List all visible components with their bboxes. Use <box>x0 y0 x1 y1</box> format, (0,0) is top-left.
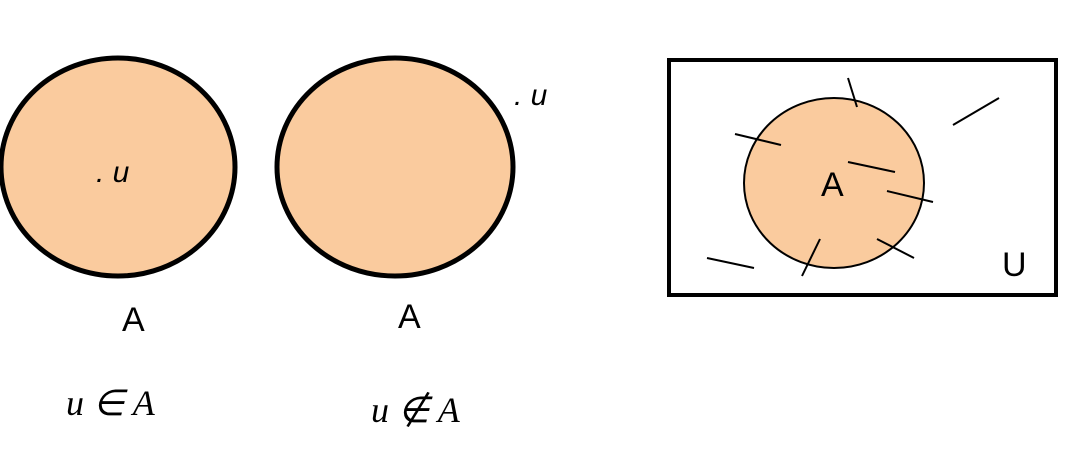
universe-diagram: A U <box>667 58 1058 297</box>
set-a-circle <box>743 97 925 269</box>
tick-mark <box>847 77 858 108</box>
membership-diagram: . u A u ∈ A <box>0 55 238 423</box>
tick-mark <box>847 161 896 173</box>
membership-caption: u ∈ A <box>66 383 156 423</box>
tick-mark <box>876 238 915 259</box>
tick-mark <box>801 238 821 277</box>
element-u-label: . u <box>96 156 130 189</box>
tick-mark <box>706 257 755 269</box>
element-tick-marks <box>706 77 1000 277</box>
element-u-label: . u <box>514 79 548 112</box>
tick-mark <box>886 190 934 203</box>
set-a-label: A <box>122 301 145 339</box>
set-a-label: A <box>398 298 421 336</box>
tick-mark <box>734 133 782 146</box>
universe-u-label: U <box>1002 246 1027 284</box>
set-a-label: A <box>821 166 844 204</box>
non-membership-diagram: . u A u ∉ A <box>274 55 548 430</box>
non-membership-caption: u ∉ A <box>371 390 461 430</box>
set-a-circle <box>0 55 238 279</box>
tick-mark <box>952 97 1000 126</box>
set-a-circle <box>274 55 516 279</box>
